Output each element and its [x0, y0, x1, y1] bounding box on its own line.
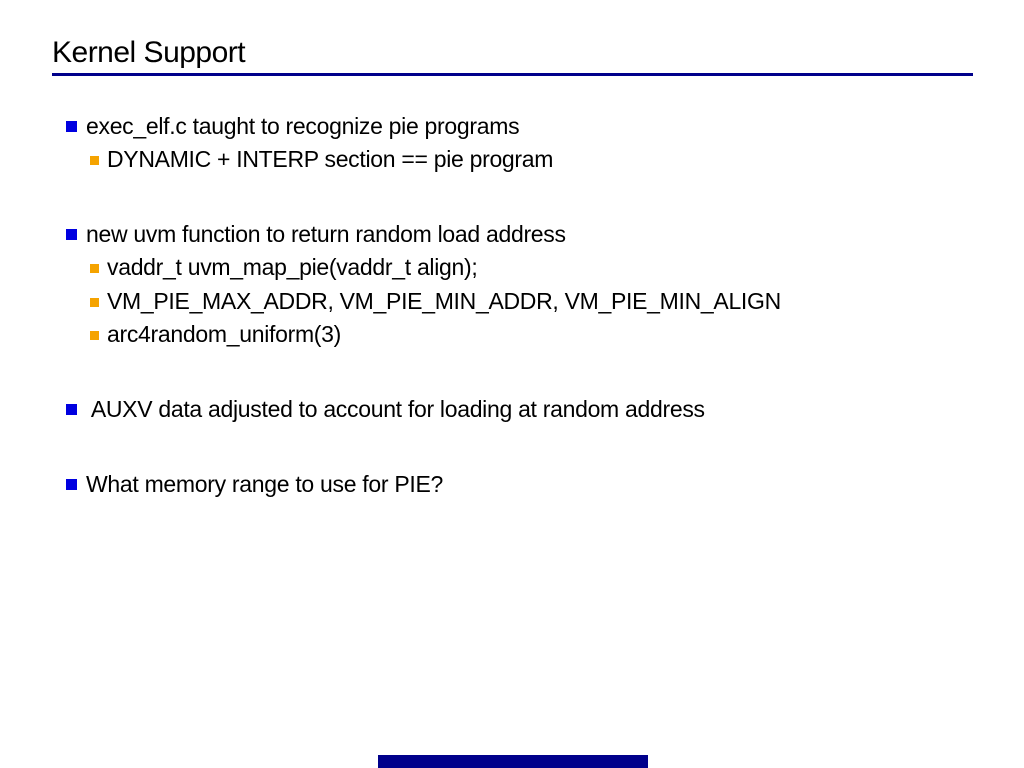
title-underline	[52, 73, 973, 76]
square-bullet-icon	[90, 330, 99, 340]
bullet-text: new uvm function to return random load a…	[86, 221, 566, 247]
sub-bullet-text: VM_PIE_MAX_ADDR, VM_PIE_MIN_ADDR, VM_PIE…	[107, 288, 781, 314]
square-bullet-icon	[66, 229, 77, 240]
bullet-text: AUXV data adjusted to account for loadin…	[86, 396, 705, 422]
sub-bullet-text: vaddr_t uvm_map_pie(vaddr_t align);	[107, 254, 478, 280]
square-bullet-icon	[66, 404, 77, 415]
square-bullet-icon	[66, 479, 77, 490]
slide-progress-bar	[378, 755, 648, 768]
sub-bullet-item: VM_PIE_MAX_ADDR, VM_PIE_MIN_ADDR, VM_PIE…	[90, 286, 781, 316]
square-bullet-icon	[90, 263, 99, 273]
bullet-text: exec_elf.c taught to recognize pie progr…	[86, 113, 520, 139]
sub-bullet-text: arc4random_uniform(3)	[107, 321, 342, 347]
square-bullet-icon	[90, 297, 99, 307]
square-bullet-icon	[66, 121, 77, 132]
bullet-item: new uvm function to return random load a…	[66, 219, 566, 249]
sub-bullet-text: DYNAMIC + INTERP section == pie program	[107, 146, 554, 172]
bullet-item: AUXV data adjusted to account for loadin…	[66, 394, 705, 424]
bullet-item: What memory range to use for PIE?	[66, 469, 443, 499]
sub-bullet-item: vaddr_t uvm_map_pie(vaddr_t align);	[90, 252, 478, 282]
sub-bullet-item: DYNAMIC + INTERP section == pie program	[90, 144, 553, 174]
bullet-text: What memory range to use for PIE?	[86, 471, 443, 497]
slide-title: Kernel Support	[52, 36, 246, 69]
square-bullet-icon	[90, 155, 99, 165]
sub-bullet-item: arc4random_uniform(3)	[90, 319, 341, 349]
bullet-item: exec_elf.c taught to recognize pie progr…	[66, 111, 520, 141]
